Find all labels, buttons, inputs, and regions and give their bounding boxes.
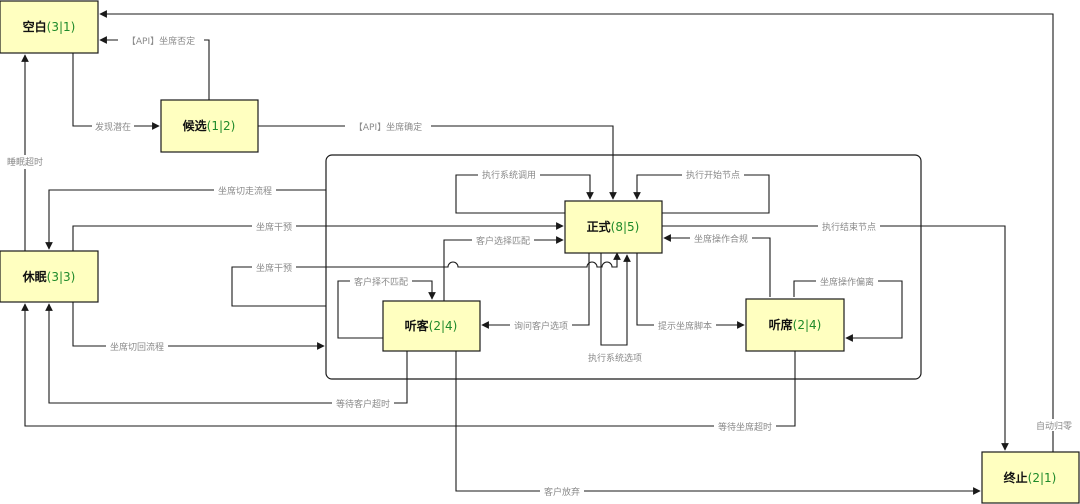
label-customer-mismatch: 客户择不匹配 [354, 276, 408, 288]
edge-api-confirm [258, 125, 617, 200]
state-label: 正式(8|5) [587, 219, 640, 234]
state-label: 休眠(3|3) [22, 269, 76, 284]
label-intervene-2: 坐席干预 [256, 262, 292, 274]
state-box [160, 99, 259, 153]
label-agent-deviate: 坐席操作偏离 [820, 276, 874, 288]
label-agent-leave: 坐席切走流程 [218, 185, 272, 197]
edge-intervene-1 [72, 222, 564, 251]
label-customer-match: 客户选择匹配 [476, 235, 530, 247]
label-exec-sys-option: 执行系统选项 [588, 352, 642, 364]
state-zhongzhi[interactable]: 终止(2|1) [981, 451, 1080, 504]
edge-ask-customer [481, 253, 590, 329]
label-wait-agent-timeout: 等待坐席超时 [718, 421, 772, 433]
label-auto-reset: 自动归零 [1036, 420, 1072, 432]
label-api-reject: 【API】坐席否定 [127, 35, 195, 47]
edge-agent-deviate [793, 280, 903, 342]
edge-wait-agent-timeout [21, 303, 796, 427]
state-box [0, 250, 99, 303]
state-tingke[interactable]: 听客(2|4) [382, 300, 481, 352]
edge-api-reject [99, 36, 210, 100]
edge-agent-compliant [663, 234, 771, 297]
label-agent-compliant: 坐席操作合规 [694, 233, 748, 245]
state-box [745, 298, 845, 352]
label-customer-give-up: 客户放弃 [544, 486, 580, 498]
state-box [382, 300, 481, 352]
edge-prompt-agent [636, 253, 745, 329]
edge-agent-leave [45, 189, 326, 250]
label-exec-start-node: 执行开始节点 [686, 169, 740, 181]
label-found-potential: 发现潜在 [95, 121, 131, 133]
edge-labels: 【API】坐席否定 发现潜在 【API】坐席确定 睡眠超时 坐席切走流程 坐席干… [4, 34, 1075, 498]
state-label: 候选(1|2) [183, 118, 236, 133]
edge-wait-customer-timeout [45, 303, 408, 404]
edge-customer-mismatch [337, 280, 436, 339]
edge-customer-match [443, 236, 564, 301]
state-kongbai[interactable]: 空白(3|1) [0, 0, 99, 54]
edge-intervene-2 [231, 252, 621, 307]
state-label: 听客(2|4) [405, 318, 458, 333]
label-ask-customer: 询问客户选项 [514, 320, 568, 332]
state-xiumian[interactable]: 休眠(3|3) [0, 250, 99, 303]
state-box [981, 451, 1080, 504]
edge-exec-sys-option [600, 253, 631, 346]
edge-found-potential [72, 53, 160, 130]
state-houxuan[interactable]: 候选(1|2) [160, 99, 259, 153]
edge-agent-back [72, 302, 325, 350]
label-intervene-1: 坐席干预 [256, 221, 292, 233]
label-exec-end-node: 执行结束节点 [822, 221, 876, 233]
label-wait-customer-timeout: 等待客户超时 [336, 398, 390, 410]
state-tingxi[interactable]: 听席(2|4) [745, 298, 845, 352]
edge-exec-end-node [662, 225, 1009, 451]
state-label: 终止(2|1) [1004, 470, 1057, 485]
edge-exec-start-node [633, 174, 770, 214]
edge-exec-sys-call [455, 174, 594, 214]
state-label: 听席(2|4) [769, 317, 822, 332]
label-sleep-timeout: 睡眠超时 [7, 156, 43, 168]
label-api-confirm: 【API】坐席确定 [354, 121, 422, 133]
state-box [564, 200, 663, 254]
edge-auto-reset [99, 10, 1054, 452]
label-agent-back: 坐席切回流程 [110, 341, 164, 353]
state-zhengshi[interactable]: 正式(8|5) [564, 200, 663, 254]
label-prompt-agent: 提示坐席脚本 [658, 320, 712, 332]
state-box [0, 0, 99, 54]
label-exec-sys-call: 执行系统调用 [482, 169, 536, 181]
edge-customer-give-up [455, 351, 981, 495]
state-label: 空白(3|1) [23, 19, 76, 34]
